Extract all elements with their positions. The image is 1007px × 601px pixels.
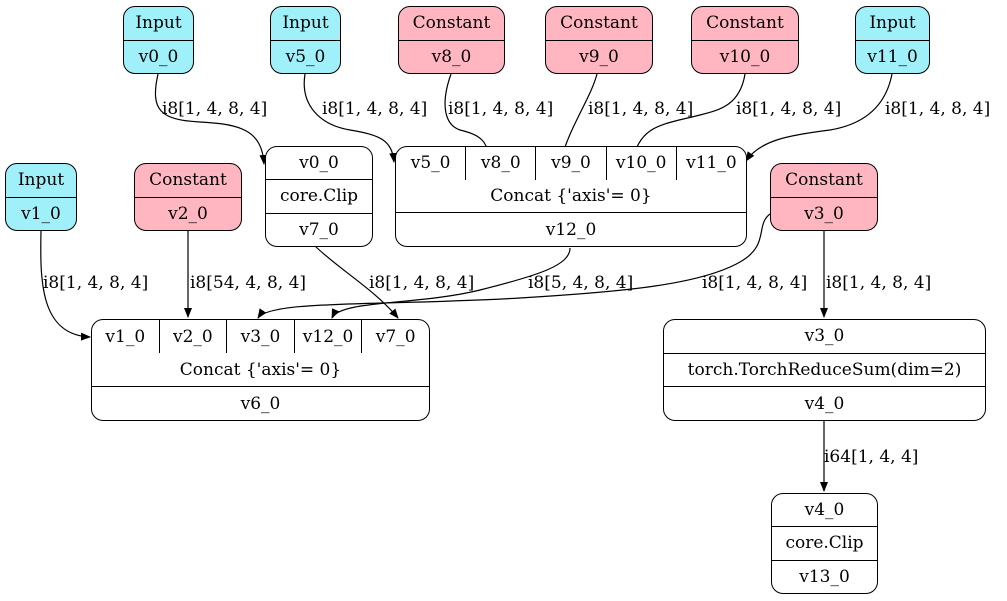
edge-label-clip-concat6: i8[1, 4, 8, 4] [369,273,475,293]
node-op: Concat {'axis'= 0} [490,186,652,206]
input-port: v1_0 [105,326,146,347]
edge-v11-to-concat12 [745,73,893,162]
edge-label-v8-concat12: i8[1, 4, 8, 4] [448,99,554,119]
edge-label-v5-concat12: i8[1, 4, 8, 4] [322,99,428,119]
node-input-port: v0_0 [299,153,339,174]
node-type: Input [17,170,65,191]
reduce-sum-node-v4[interactable]: v3_0 torch.TorchReduceSum(dim=2) v4_0 [663,319,986,421]
node-name: v1_0 [6,196,76,231]
node-name: v0_0 [124,39,193,74]
node-type: Constant [149,170,227,191]
input-port: v2_0 [158,320,227,353]
node-type: Input [282,13,329,34]
edge-label-v3-reduce: i8[1, 4, 8, 4] [826,273,932,293]
node-output: v7_0 [266,212,372,246]
node-op: Concat {'axis'= 0} [179,359,342,380]
input-port: v8_0 [465,147,535,180]
node-type: Constant [560,13,638,34]
node-type: Input [869,13,916,34]
input-node-v11[interactable]: Input v11_0 [855,6,930,74]
input-port: v9_0 [535,147,605,180]
input-port: v5_0 [410,153,451,174]
node-output: v12_0 [396,212,746,246]
edge-label-v3-concat6: i8[1, 4, 8, 4] [702,273,808,293]
node-input-port: v4_0 [804,500,845,521]
node-op: core.Clip [266,179,372,212]
concat-node-v6[interactable]: v1_0 v2_0 v3_0 v12_0 v7_0 Concat {'axis'… [91,319,430,421]
node-op: torch.TorchReduceSum(dim=2) [664,352,985,387]
edge-label-v0-clip: i8[1, 4, 8, 4] [162,99,268,119]
edge-v12-to-concat6 [331,247,571,319]
constant-node-v2[interactable]: Constant v2_0 [134,163,242,231]
clip-node-v7[interactable]: v0_0 core.Clip v7_0 [265,146,373,247]
edge-label-v1-concat6: i8[1, 4, 8, 4] [43,273,149,293]
node-name: v11_0 [856,39,929,74]
edge-label-v4-clip2: i64[1, 4, 4] [824,447,919,467]
node-name: v8_0 [399,39,504,74]
node-input-port: v3_0 [804,326,845,347]
constant-node-v9[interactable]: Constant v9_0 [545,6,653,74]
input-port: v10_0 [605,147,676,180]
input-port: v7_0 [361,320,429,353]
node-type: Constant [412,13,491,34]
input-port: v3_0 [226,320,294,353]
edge-label-v9-concat12: i8[1, 4, 8, 4] [588,99,694,119]
node-name: v10_0 [692,39,798,74]
constant-node-v3[interactable]: Constant v3_0 [770,163,878,231]
constant-node-v10[interactable]: Constant v10_0 [691,6,799,74]
edge-clip-to-concat6 [314,245,399,319]
input-port: v11_0 [675,147,746,180]
edge-label-v10-concat12: i8[1, 4, 8, 4] [736,99,842,119]
node-type: Constant [706,13,784,34]
edge-label-v12-concat6: i8[5, 4, 8, 4] [528,273,634,293]
node-op: core.Clip [772,526,877,559]
node-name: v5_0 [271,39,340,74]
edge-v0-to-clip [154,73,268,165]
input-node-v5[interactable]: Input v5_0 [270,6,341,74]
node-type: Constant [785,170,863,191]
node-name: v3_0 [771,196,877,231]
node-output: v6_0 [92,386,429,420]
edge-label-v2-concat6: i8[54, 4, 8, 4] [190,273,307,293]
concat-node-v12[interactable]: v5_0 v8_0 v9_0 v10_0 v11_0 Concat {'axis… [395,146,747,247]
edge-v3-to-concat6 [257,213,771,319]
constant-node-v8[interactable]: Constant v8_0 [398,6,505,74]
node-output: v13_0 [772,559,877,593]
input-port: v12_0 [293,320,362,353]
node-input-ports: v5_0 v8_0 v9_0 v10_0 v11_0 [396,147,746,180]
node-output: v4_0 [664,386,985,420]
node-name: v2_0 [135,196,241,231]
clip-node-v13[interactable]: v4_0 core.Clip v13_0 [771,493,878,594]
node-type: Input [135,13,182,34]
edge-v10-to-concat12 [629,73,746,164]
edge-v5-to-concat12 [303,73,398,163]
edge-v1-to-concat6 [40,230,91,341]
node-name: v9_0 [546,39,652,74]
input-node-v1[interactable]: Input v1_0 [5,163,77,231]
edge-label-v11-concat12: i8[1, 4, 8, 4] [885,99,991,119]
input-node-v0[interactable]: Input v0_0 [123,6,194,74]
node-input-ports: v1_0 v2_0 v3_0 v12_0 v7_0 [92,320,429,353]
